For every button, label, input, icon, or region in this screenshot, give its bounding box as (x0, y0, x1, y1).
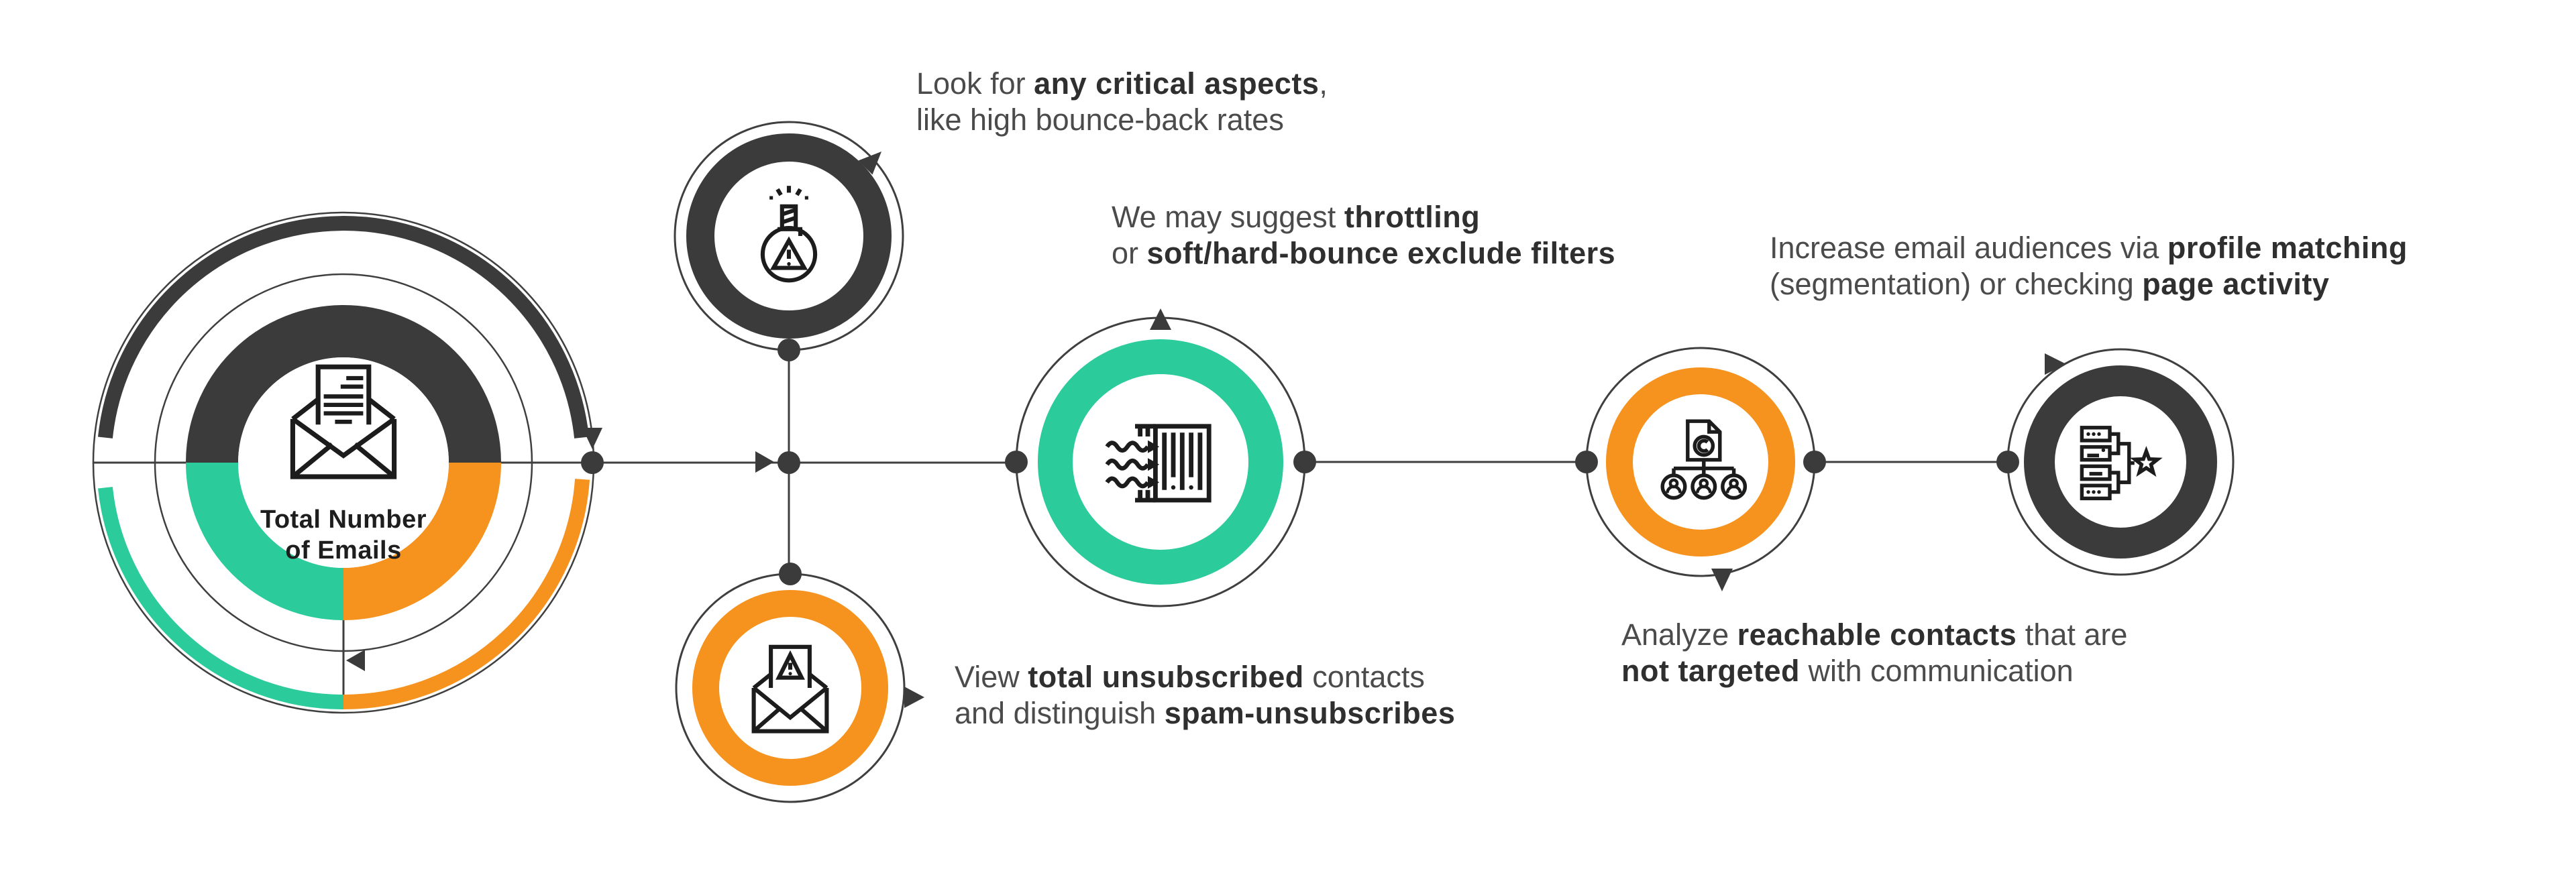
arrow-upright-icon (858, 152, 881, 175)
dot (777, 339, 800, 361)
arrow-right-icon (755, 451, 774, 473)
total-emails-label: Total Number of Emails (209, 504, 478, 566)
outer-arc-green (98, 487, 344, 709)
outer-arc-orange (343, 479, 590, 709)
caption-text: and distinguish (955, 696, 1165, 730)
profile-segments-node (2006, 348, 2235, 576)
caption-text: Increase email audiences via (1770, 231, 2167, 265)
caption-text: View (955, 660, 1028, 694)
envelope-warning-icon (751, 644, 829, 733)
arrow-down-icon (1711, 569, 1733, 591)
dot (1996, 451, 2019, 473)
caption-reachable: Analyze reachable contacts that are not … (1621, 617, 2127, 689)
caption-audiences: Increase email audiences via profile mat… (1770, 230, 2408, 302)
dot (1803, 451, 1826, 473)
total-emails-node (92, 211, 595, 714)
donut-orange-quarter (343, 462, 501, 620)
caption-bold-text: any critical aspects (1034, 66, 1320, 101)
arrow-right-icon (2045, 353, 2066, 375)
caption-text: like high bounce-back rates (916, 103, 1284, 137)
orange-ring (1606, 367, 1795, 556)
caption-text: Look for (916, 66, 1034, 101)
center-white-disc (238, 357, 449, 568)
caption-text: Analyze (1621, 618, 1737, 652)
dot (1575, 451, 1598, 473)
caption-text: We may suggest (1112, 200, 1344, 234)
dot (777, 451, 800, 474)
open-envelope-letter-icon (290, 364, 397, 479)
dark-ring (686, 133, 892, 339)
caption-bold-text: total unsubscribed (1028, 660, 1304, 694)
orange-ring (692, 590, 888, 786)
caption-bold-text: reachable contacts (1737, 618, 2017, 652)
green-ring (1038, 339, 1283, 585)
caption-text: (segmentation) or checking (1770, 267, 2143, 301)
caption-text: , (1319, 66, 1328, 101)
middle-thin-circle (154, 273, 533, 652)
caption-bold-text: throttling (1344, 200, 1481, 234)
caption-bold-text: soft/hard-bounce exclude filters (1146, 236, 1616, 270)
outer-arc-dark (98, 216, 589, 438)
caption-critical-aspects: Look for any critical aspects, like high… (916, 66, 1328, 138)
caption-text: with communication (1800, 654, 2074, 688)
total-emails-label-line2: of Emails (285, 536, 402, 565)
total-emails-label-line1: Total Number (260, 506, 427, 534)
dot (581, 451, 604, 474)
caption-bold-text: profile matching (2167, 231, 2408, 265)
caption-text: that are (2017, 618, 2128, 652)
caption-bold-text: spam-unsubscribes (1164, 696, 1456, 730)
dot (779, 563, 802, 585)
donut-dark-half (186, 305, 501, 463)
segments-merge-star-icon (2080, 426, 2163, 501)
caption-unsubscribed: View total unsubscribed contacts and dis… (955, 659, 1455, 731)
caption-bold-text: page activity (2142, 267, 2330, 301)
flask-alert-icon (760, 186, 818, 283)
copyright-doc-contacts-icon (1660, 419, 1748, 500)
arrow-right-icon (904, 687, 924, 708)
junction-dots (581, 339, 2019, 585)
caption-text: contacts (1303, 660, 1425, 694)
arrow-down-icon (582, 428, 602, 449)
dot (1005, 451, 1028, 473)
air-filter-icon (1105, 424, 1212, 503)
caption-text: or (1112, 236, 1147, 270)
arrowheads (346, 152, 2066, 708)
donut-green-quarter (186, 462, 344, 620)
dot (1293, 451, 1316, 473)
caption-throttling: We may suggest throttling or soft/hard-b… (1112, 199, 1615, 272)
caption-bold-text: not targeted (1621, 654, 1801, 688)
arrow-up-icon (1150, 308, 1171, 330)
dark-ring (2024, 365, 2217, 559)
arrow-left-icon (346, 650, 365, 671)
